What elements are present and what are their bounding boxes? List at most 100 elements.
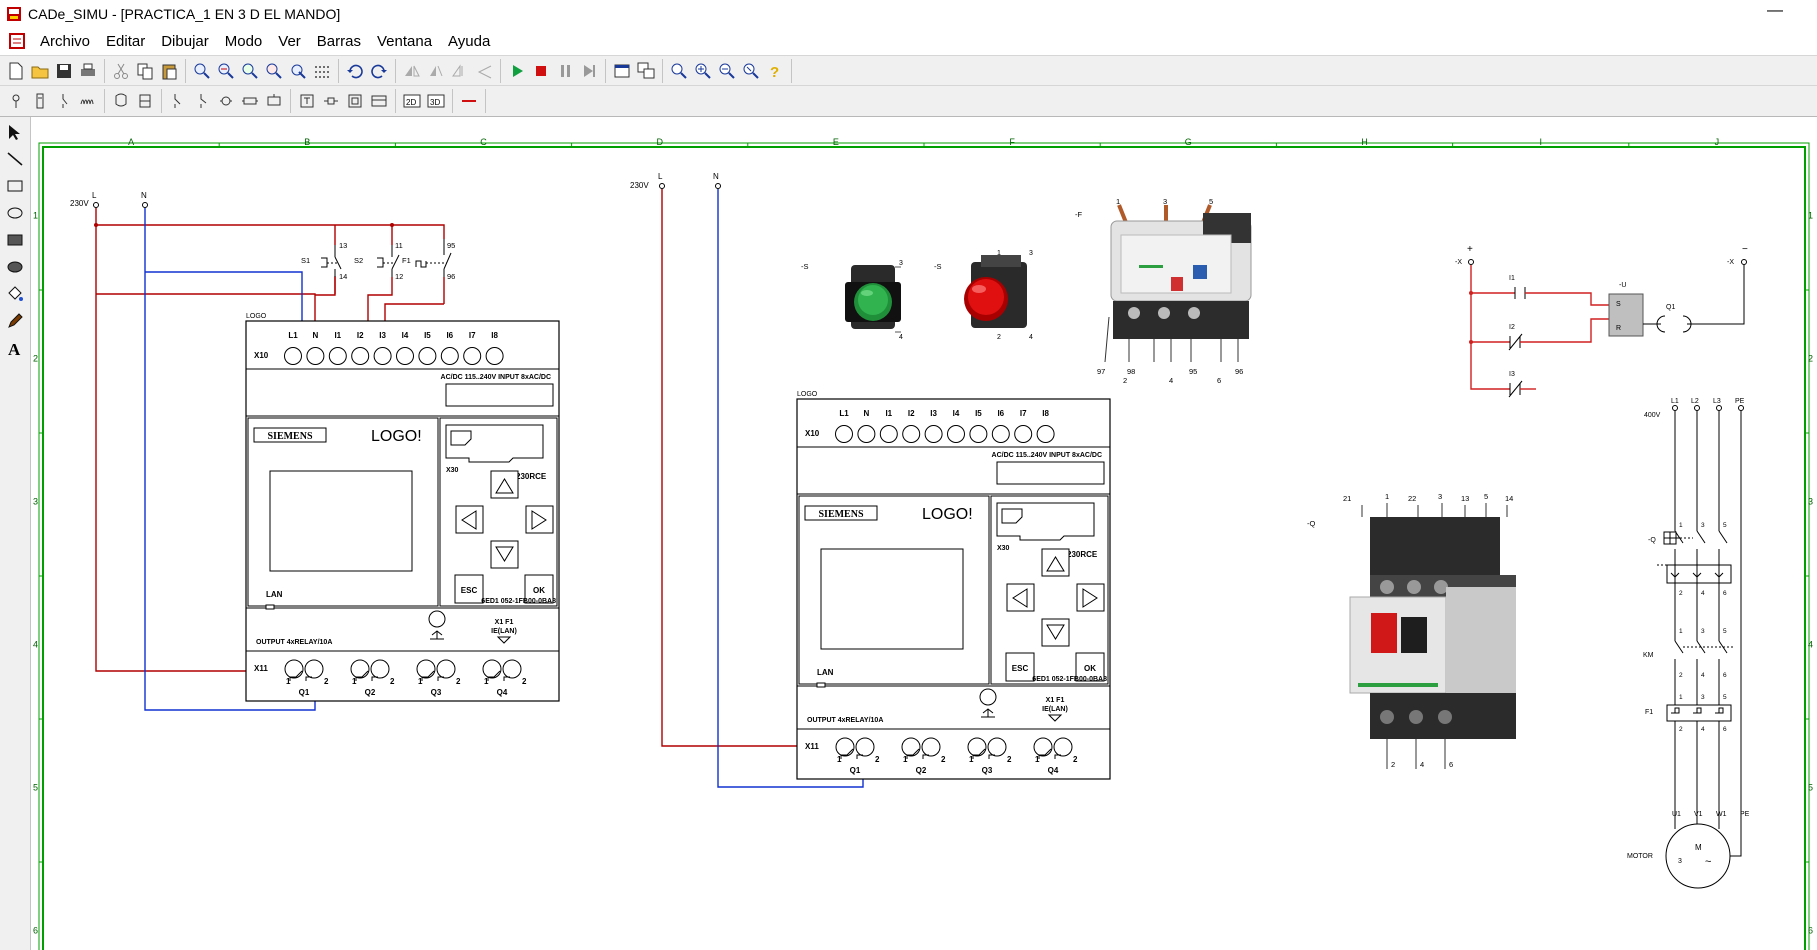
zoom-out-icon[interactable]: [214, 59, 238, 83]
schematic-label: 1: [418, 677, 423, 686]
print-icon[interactable]: [76, 59, 100, 83]
menu-editar[interactable]: Editar: [106, 32, 146, 50]
copy-icon[interactable]: [133, 59, 157, 83]
toolbar-group: [105, 89, 162, 113]
fill-icon[interactable]: [3, 282, 27, 306]
line-icon[interactable]: [3, 147, 27, 171]
logo-input-terminal: [284, 347, 302, 365]
minimize-button[interactable]: —: [1767, 2, 1783, 19]
schematic-label: 98: [1127, 367, 1135, 376]
grid-icon[interactable]: [310, 59, 334, 83]
contact-icon[interactable]: [109, 89, 133, 113]
lamp-icon[interactable]: [214, 89, 238, 113]
relay-icon[interactable]: [133, 89, 157, 113]
schematic-label: 2: [1073, 755, 1078, 764]
svg-text:?: ?: [770, 64, 779, 80]
timer-icon[interactable]: [295, 89, 319, 113]
no-contact-icon[interactable]: [190, 89, 214, 113]
logo-input-terminal: [879, 425, 898, 443]
menu-ver[interactable]: Ver: [278, 32, 301, 50]
rectangle-icon[interactable]: [3, 174, 27, 198]
probe-icon[interactable]: [4, 89, 28, 113]
filled-rectangle-icon[interactable]: [3, 228, 27, 252]
pointer-icon[interactable]: [3, 120, 27, 144]
menu-ayuda[interactable]: Ayuda: [448, 32, 491, 50]
step-icon[interactable]: [577, 59, 601, 83]
redo-icon[interactable]: [367, 59, 391, 83]
view-2d-icon[interactable]: 2D: [400, 89, 424, 113]
mirror-v-icon[interactable]: [424, 59, 448, 83]
logo-down-button: [1041, 618, 1070, 647]
rotate-left-icon[interactable]: [448, 59, 472, 83]
schematic-label: 95: [447, 241, 455, 250]
switch-icon[interactable]: [52, 89, 76, 113]
pen-icon[interactable]: [3, 309, 27, 333]
logo-input-label: I8: [491, 331, 498, 340]
stop-icon[interactable]: [529, 59, 553, 83]
menu-ventana[interactable]: Ventana: [376, 32, 433, 50]
help-icon[interactable]: ?: [763, 59, 787, 83]
menu-dibujar[interactable]: Dibujar: [161, 32, 209, 50]
logo-input-label: L1: [839, 409, 849, 418]
neutral-wire: [144, 208, 316, 711]
sensor-icon[interactable]: [319, 89, 343, 113]
counter-icon[interactable]: [343, 89, 367, 113]
phase-terminal: [93, 202, 99, 208]
rotate-right-icon[interactable]: [472, 59, 496, 83]
search-icon[interactable]: [667, 59, 691, 83]
inductor-icon[interactable]: [76, 89, 100, 113]
motor-icon[interactable]: [262, 89, 286, 113]
schematic-label: 3: [899, 260, 903, 267]
schematic-label: 400V: [1644, 412, 1661, 419]
filled-ellipse-icon[interactable]: [3, 255, 27, 279]
play-icon[interactable]: [505, 59, 529, 83]
text-icon[interactable]: A: [3, 336, 27, 360]
pause-icon[interactable]: [553, 59, 577, 83]
schematic-label: 2: [875, 755, 880, 764]
zoom-all-icon[interactable]: [262, 59, 286, 83]
mirror-icon[interactable]: [400, 59, 424, 83]
logo-label: LOGO: [246, 313, 267, 320]
menu-archivo[interactable]: Archivo: [40, 32, 91, 50]
search-plus-icon[interactable]: [691, 59, 715, 83]
logo-display: [820, 548, 964, 650]
zoom-window-icon[interactable]: [238, 59, 262, 83]
frame-column-label: A: [128, 137, 134, 147]
schematic-label: 1: [1679, 522, 1683, 529]
window-icon[interactable]: [610, 59, 634, 83]
logo-input-label: I2: [908, 409, 915, 418]
pan-icon[interactable]: [286, 59, 310, 83]
open-icon[interactable]: [28, 59, 52, 83]
document-icon[interactable]: [8, 32, 26, 50]
schematic-label: OK: [1084, 664, 1096, 673]
menu-modo[interactable]: Modo: [224, 32, 263, 50]
save-icon[interactable]: [52, 59, 76, 83]
zoom-in-icon[interactable]: [190, 59, 214, 83]
logo-input-terminal: [351, 347, 370, 365]
paste-icon[interactable]: [157, 59, 181, 83]
frame-column-label: G: [1185, 137, 1192, 147]
schematic-label: 5: [1723, 694, 1727, 701]
undo-icon[interactable]: [343, 59, 367, 83]
wire-red-icon[interactable]: [457, 89, 481, 113]
battery-icon[interactable]: [28, 89, 52, 113]
menu-barras[interactable]: Barras: [316, 32, 361, 50]
schematic-label: 4: [1169, 376, 1173, 385]
coil-icon[interactable]: [238, 89, 262, 113]
app-icon[interactable]: [6, 6, 22, 22]
new-icon[interactable]: [4, 59, 28, 83]
search-next-icon[interactable]: [739, 59, 763, 83]
view-3d-icon[interactable]: 3D: [424, 89, 448, 113]
ellipse-icon[interactable]: [3, 201, 27, 225]
schematic-label: Q1: [1666, 304, 1675, 311]
logo-input-terminal: [991, 425, 1010, 443]
nc-contact-icon[interactable]: [166, 89, 190, 113]
f1-label: F1: [402, 256, 411, 265]
plc-icon[interactable]: [367, 89, 391, 113]
multi-window-icon[interactable]: [634, 59, 658, 83]
search-minus-icon[interactable]: [715, 59, 739, 83]
cut-icon[interactable]: [109, 59, 133, 83]
logo-input-label: I1: [334, 331, 341, 340]
